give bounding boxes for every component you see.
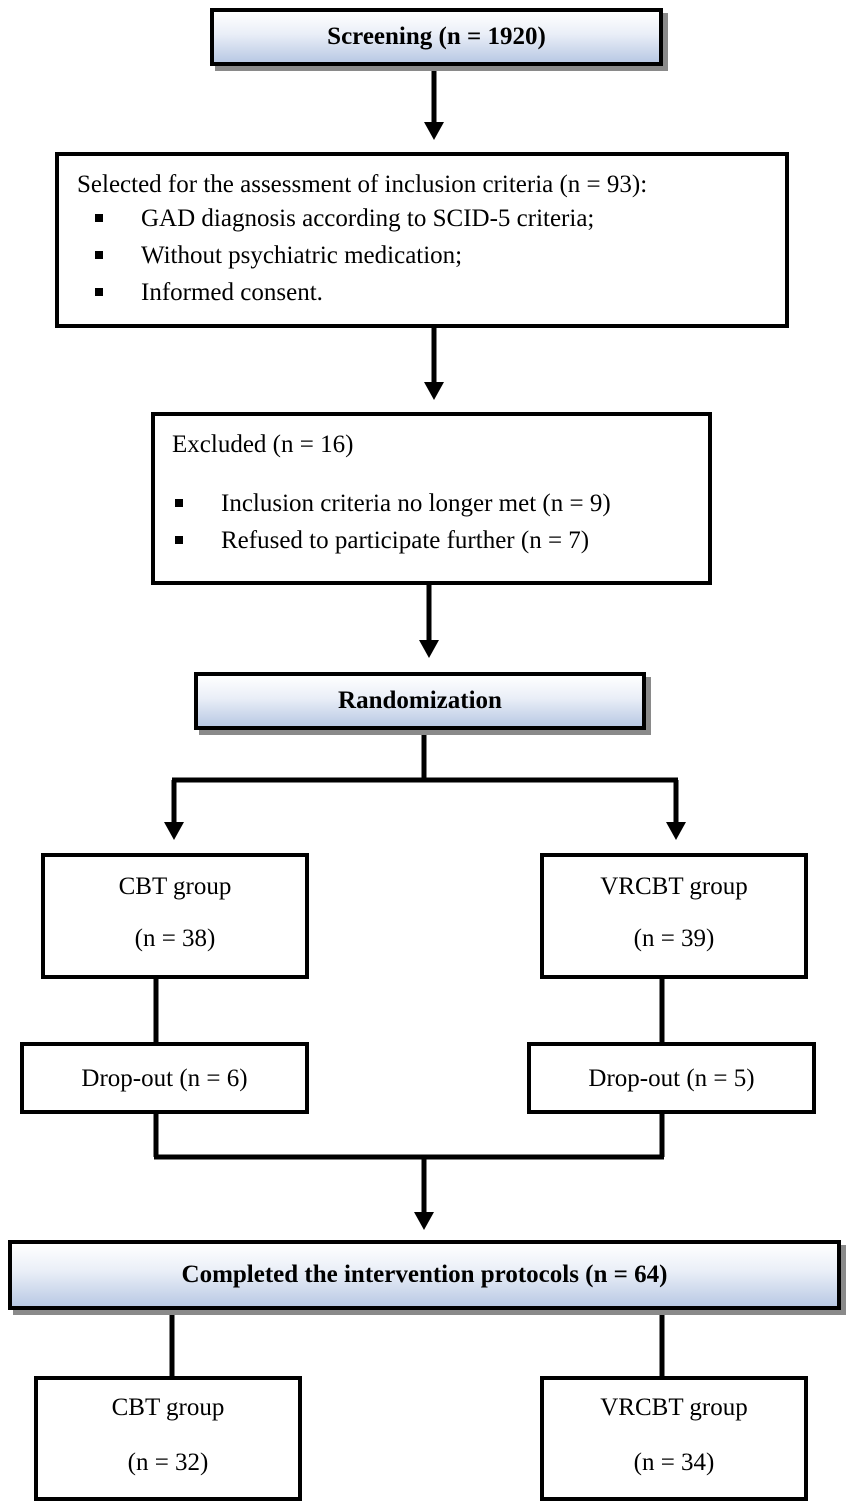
- selected-title: Selected for the assessment of inclusion…: [77, 171, 648, 198]
- arrowhead: [666, 822, 686, 840]
- screening-box: Screening (n = 1920): [210, 8, 663, 66]
- final-vrcbt-group-box: VRCBT group (n = 34): [540, 1376, 808, 1501]
- cbt-group-name: CBT group: [118, 873, 232, 900]
- excluded-title: Excluded (n = 16): [172, 431, 354, 458]
- inclusion-criteria-list: GAD diagnosis according to SCID-5 criter…: [94, 205, 594, 316]
- cbt-dropout-box: Drop-out (n = 6): [20, 1042, 309, 1114]
- vrcbt-group-count: (n = 39): [633, 925, 715, 952]
- vrcbt-dropout-label: Drop-out (n = 5): [588, 1064, 755, 1092]
- screening-label: Screening (n = 1920): [327, 23, 546, 50]
- final-vrcbt-group-count: (n = 34): [633, 1449, 715, 1476]
- selected-box: Selected for the assessment of inclusion…: [55, 152, 789, 328]
- arrowhead: [419, 640, 439, 658]
- final-vrcbt-group-name: VRCBT group: [600, 1394, 748, 1421]
- vrcbt-group-name: VRCBT group: [600, 873, 748, 900]
- randomization-label: Randomization: [338, 687, 502, 714]
- completed-label: Completed the intervention protocols (n …: [181, 1261, 668, 1288]
- final-cbt-group-box: CBT group (n = 32): [34, 1376, 302, 1501]
- reason-item: Inclusion criteria no longer met (n = 9): [175, 490, 611, 527]
- criteria-item: GAD diagnosis according to SCID-5 criter…: [94, 205, 594, 242]
- vrcbt-group-box: VRCBT group (n = 39): [540, 853, 808, 979]
- cbt-group-count: (n = 38): [134, 925, 216, 952]
- reason-item: Refused to participate further (n = 7): [175, 527, 611, 564]
- randomization-box: Randomization: [194, 672, 646, 730]
- arrowhead: [164, 822, 184, 840]
- criteria-item: Without psychiatric medication;: [94, 242, 594, 279]
- completed-box: Completed the intervention protocols (n …: [8, 1240, 841, 1310]
- cbt-dropout-label: Drop-out (n = 6): [81, 1064, 248, 1092]
- arrowhead: [414, 1212, 434, 1230]
- vrcbt-dropout-box: Drop-out (n = 5): [527, 1042, 816, 1114]
- cbt-group-box: CBT group (n = 38): [41, 853, 309, 979]
- exclusion-reasons-list: Inclusion criteria no longer met (n = 9)…: [175, 490, 611, 564]
- final-cbt-group-name: CBT group: [111, 1394, 225, 1421]
- arrowhead: [424, 122, 444, 140]
- arrowhead: [424, 382, 444, 400]
- excluded-box: Excluded (n = 16) Inclusion criteria no …: [151, 412, 712, 585]
- criteria-item: Informed consent.: [94, 279, 594, 316]
- final-cbt-group-count: (n = 32): [127, 1449, 209, 1476]
